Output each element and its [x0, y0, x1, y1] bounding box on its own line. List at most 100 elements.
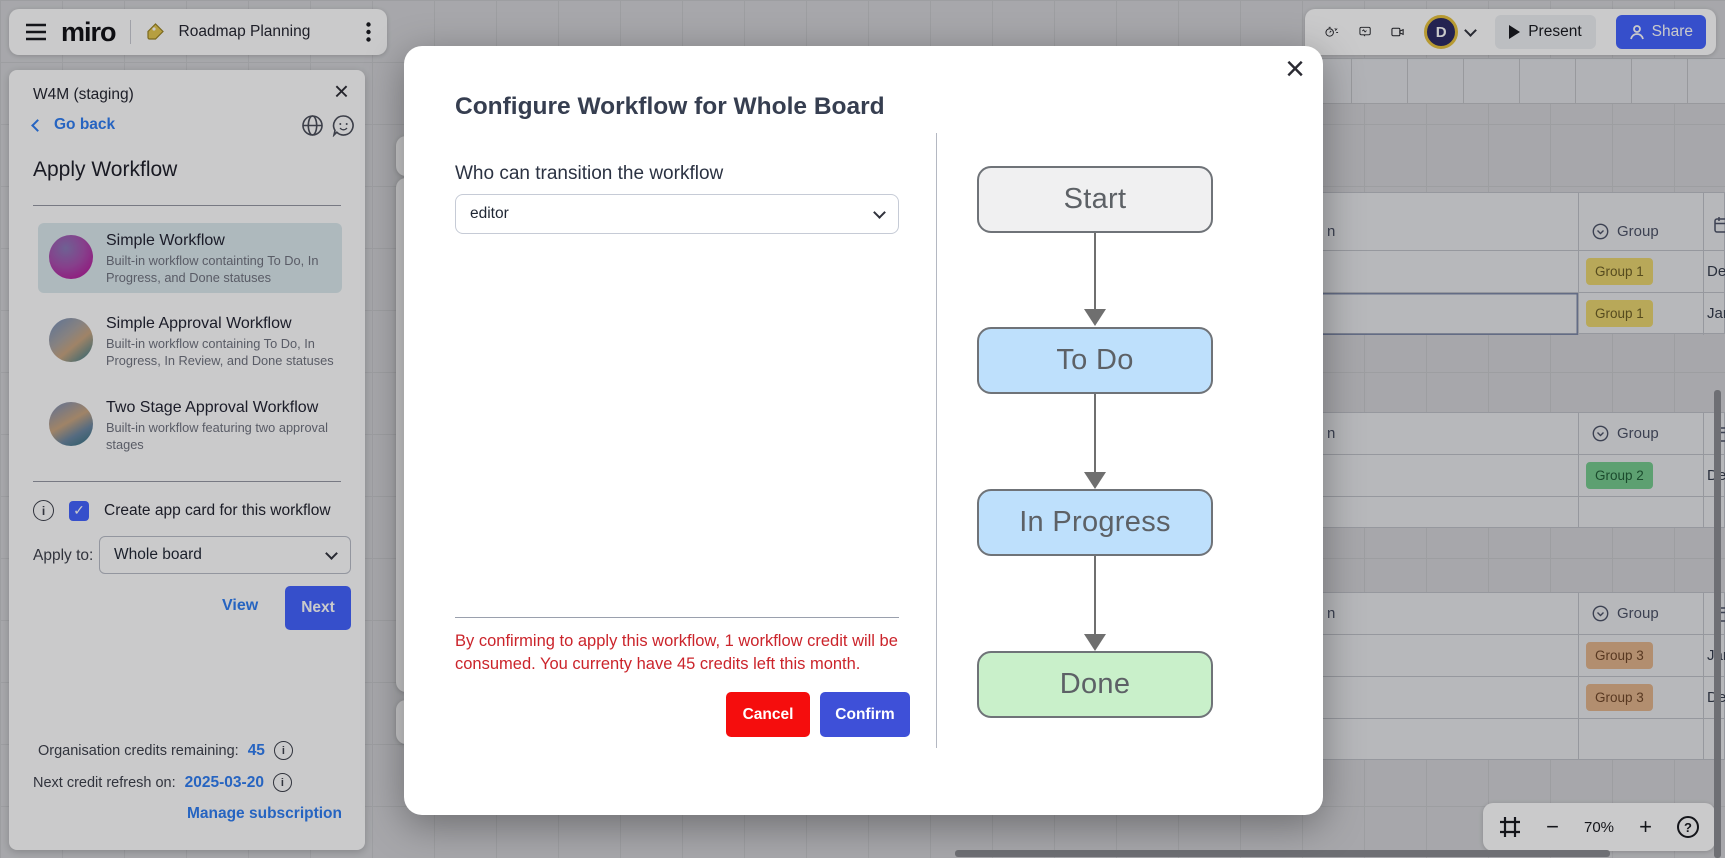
zoom-level[interactable]: 70%	[1583, 818, 1615, 836]
group-column-header: Group	[1617, 425, 1659, 442]
table-row[interactable]	[1151, 497, 1724, 528]
vertical-scrollbar[interactable]	[1714, 390, 1721, 858]
group-badge[interactable]: Group 1	[1586, 258, 1653, 285]
apply-workflow-panel: W4M (staging) × Go back Apply Workflow S…	[9, 70, 365, 850]
panel-heading: Apply Workflow	[33, 158, 178, 181]
modal-actions: Cancel Confirm	[455, 692, 910, 737]
transition-label: Who can transition the workflow	[455, 163, 724, 184]
workflow-title: Two Stage Approval Workflow	[106, 399, 319, 416]
avatar[interactable]: D	[1424, 15, 1459, 49]
view-link[interactable]: View	[222, 597, 259, 614]
go-back-link[interactable]: Go back	[31, 116, 115, 134]
workflow-item-two-stage[interactable]: Two Stage Approval Workflow Built-in wor…	[38, 390, 342, 460]
truncated-column-header: n	[1327, 425, 1336, 442]
share-button[interactable]: Share	[1615, 15, 1706, 49]
workflow-description: Built-in workflow containing To Do, In P…	[106, 336, 334, 368]
modal-title: Configure Workflow for Whole Board	[455, 93, 885, 120]
date-cell[interactable]: De	[1707, 263, 1725, 280]
person-icon	[1629, 25, 1644, 40]
info-icon[interactable]: i	[33, 500, 54, 521]
credits-remaining-row: Organisation credits remaining: 45 i	[38, 741, 293, 760]
globe-icon[interactable]	[301, 114, 324, 137]
comments-icon[interactable]	[1359, 20, 1371, 44]
create-app-card-row: i ✓ Create app card for this workflow	[33, 500, 331, 521]
zoom-out-button[interactable]: −	[1546, 814, 1559, 839]
modal-close-icon[interactable]: ×	[1285, 50, 1305, 88]
workflow-arrowhead	[1084, 309, 1106, 326]
credit-refresh-value: 2025-03-20	[184, 773, 264, 791]
modal-vertical-divider	[936, 133, 937, 748]
workflow-node-start: Start	[977, 166, 1213, 233]
workflow-node-done: Done	[977, 651, 1213, 718]
header-divider	[129, 20, 131, 44]
table-row[interactable]	[1151, 719, 1724, 760]
next-button[interactable]: Next	[285, 586, 351, 630]
chevron-circle-icon	[1592, 605, 1609, 622]
table-row[interactable]: Group 2 De	[1151, 455, 1725, 497]
feedback-icon[interactable]	[332, 114, 355, 137]
create-app-card-checkbox[interactable]: ✓	[69, 500, 89, 521]
workflow-avatar	[49, 235, 93, 279]
workflow-node-todo: To Do	[977, 327, 1213, 394]
manage-subscription-link[interactable]: Manage subscription	[186, 805, 342, 822]
footer-divider	[455, 617, 899, 618]
user-menu[interactable]: D	[1424, 15, 1478, 49]
table-header-row: n Group	[1151, 193, 1725, 251]
truncated-column-header: n	[1327, 605, 1336, 622]
configure-workflow-modal: × Configure Workflow for Whole Board Who…	[404, 46, 1323, 815]
zoom-in-button[interactable]: +	[1639, 814, 1652, 839]
zoom-controls: − 70% + ?	[1483, 803, 1715, 851]
hamburger-menu-icon[interactable]	[25, 23, 47, 41]
board-title[interactable]: Roadmap Planning	[178, 23, 311, 40]
table-row[interactable]: Group 1 De	[1151, 251, 1725, 293]
divider	[33, 205, 341, 206]
transition-select[interactable]: editor	[455, 194, 899, 234]
workflow-arrowhead	[1084, 634, 1106, 651]
group-badge[interactable]: Group 2	[1586, 462, 1653, 489]
play-icon	[1509, 25, 1521, 39]
chevron-down-icon	[873, 205, 886, 219]
video-chat-icon[interactable]	[1391, 21, 1404, 43]
help-button[interactable]: ?	[1677, 816, 1699, 838]
workflow-arrow	[1094, 394, 1096, 472]
workflow-arrow	[1094, 556, 1096, 634]
info-icon[interactable]: i	[273, 741, 293, 760]
info-icon[interactable]: i	[272, 773, 292, 792]
credit-refresh-row: Next credit refresh on: 2025-03-20 i	[33, 773, 292, 792]
workflow-arrow	[1094, 233, 1096, 309]
workflow-title: Simple Approval Workflow	[106, 315, 292, 332]
group-badge[interactable]: Group 3	[1586, 684, 1653, 711]
group-column-header: Group	[1617, 223, 1659, 240]
date-cell[interactable]: Jan	[1707, 305, 1725, 322]
confirm-button[interactable]: Confirm	[820, 692, 910, 737]
group-column-header: Group	[1617, 605, 1659, 622]
create-app-card-label: Create app card for this workflow	[104, 501, 331, 519]
truncated-column-header: n	[1327, 223, 1336, 240]
calendar-icon	[1714, 217, 1725, 233]
cancel-button[interactable]: Cancel	[726, 692, 810, 737]
chevron-circle-icon	[1592, 223, 1609, 240]
divider	[33, 481, 341, 482]
credits-remaining-value: 45	[247, 741, 265, 759]
credit-warning-text: By confirming to apply this workflow, 1 …	[455, 632, 898, 674]
collaboration-bar: D Present Share	[1305, 9, 1716, 55]
workflow-description: Built-in workflow featuring two approval…	[106, 420, 328, 452]
group-badge[interactable]: Group 3	[1586, 642, 1653, 669]
board-header-bar: miro Roadmap Planning	[9, 9, 387, 55]
horizontal-scrollbar[interactable]	[955, 850, 1610, 857]
table-row[interactable]: Group 1 Jan	[1151, 293, 1725, 335]
kebab-menu-icon[interactable]	[366, 22, 371, 42]
workflow-title: Simple Workflow	[106, 232, 225, 249]
miro-logo[interactable]: miro	[61, 16, 117, 47]
timer-reactions-icon[interactable]	[1325, 19, 1339, 45]
workflow-avatar	[49, 318, 93, 362]
workflow-item-simple[interactable]: Simple Workflow Built-in workflow contai…	[38, 223, 342, 293]
apply-to-select[interactable]: Whole board	[99, 536, 351, 574]
workflow-item-simple-approval[interactable]: Simple Approval Workflow Built-in workfl…	[38, 306, 342, 376]
panel-title: W4M (staging)	[33, 86, 134, 103]
present-button[interactable]: Present	[1495, 15, 1596, 49]
group-badge[interactable]: Group 1	[1586, 300, 1653, 327]
panel-close-icon[interactable]: ×	[333, 76, 349, 106]
table-row[interactable]: Group 3 De	[1151, 677, 1725, 719]
fit-to-screen-icon[interactable]	[1499, 816, 1521, 838]
